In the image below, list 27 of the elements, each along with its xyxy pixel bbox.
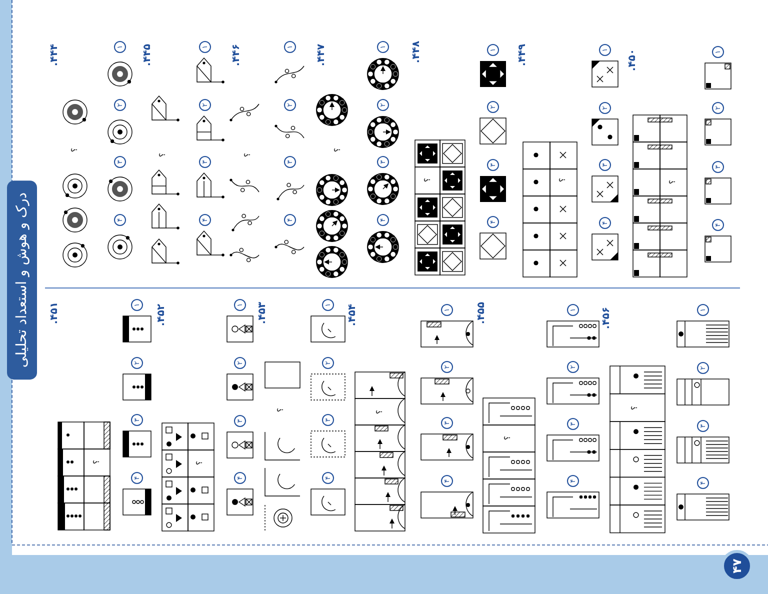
question-mark: ؟ xyxy=(277,408,285,412)
question-number: ۴۵۳. xyxy=(258,302,268,324)
question-number: ۴۵۲. xyxy=(157,304,167,326)
question-mark: ؟ xyxy=(244,152,252,158)
question-mark: ؟ xyxy=(376,410,384,414)
question-number: ۴۴۹. xyxy=(518,44,528,66)
question-mark: ؟ xyxy=(504,436,512,440)
question-number: ۴۴۶. xyxy=(232,44,242,66)
question-number: ۴۴۵. xyxy=(143,44,153,66)
question-number: ۴۵۵. xyxy=(477,302,487,324)
question-number: ۴۵۱. xyxy=(50,302,60,324)
question-mark: ؟ xyxy=(196,460,204,466)
question-mark: ؟ xyxy=(334,148,342,152)
question-mark: ؟ xyxy=(631,406,639,410)
question-mark: ؟ xyxy=(424,178,432,182)
question-number: ۴۵۰. xyxy=(628,48,638,72)
question-mark: ؟ xyxy=(93,460,101,464)
question-mark: ؟ xyxy=(669,180,677,184)
title-banner: درک و هوش و استعداد تحلیلی xyxy=(7,180,37,380)
question-number: ۴۴۸. xyxy=(412,40,422,64)
question-number: ۴۴۷. xyxy=(317,44,327,66)
question-mark: ؟ xyxy=(71,148,79,152)
question-number: ۴۴۴. xyxy=(50,44,60,66)
question-number: ۴۵۴. xyxy=(348,304,358,326)
question-mark: ؟ xyxy=(559,178,567,182)
question-number: ۴۵۶. xyxy=(602,306,612,330)
question-mark: ؟ xyxy=(159,152,167,158)
